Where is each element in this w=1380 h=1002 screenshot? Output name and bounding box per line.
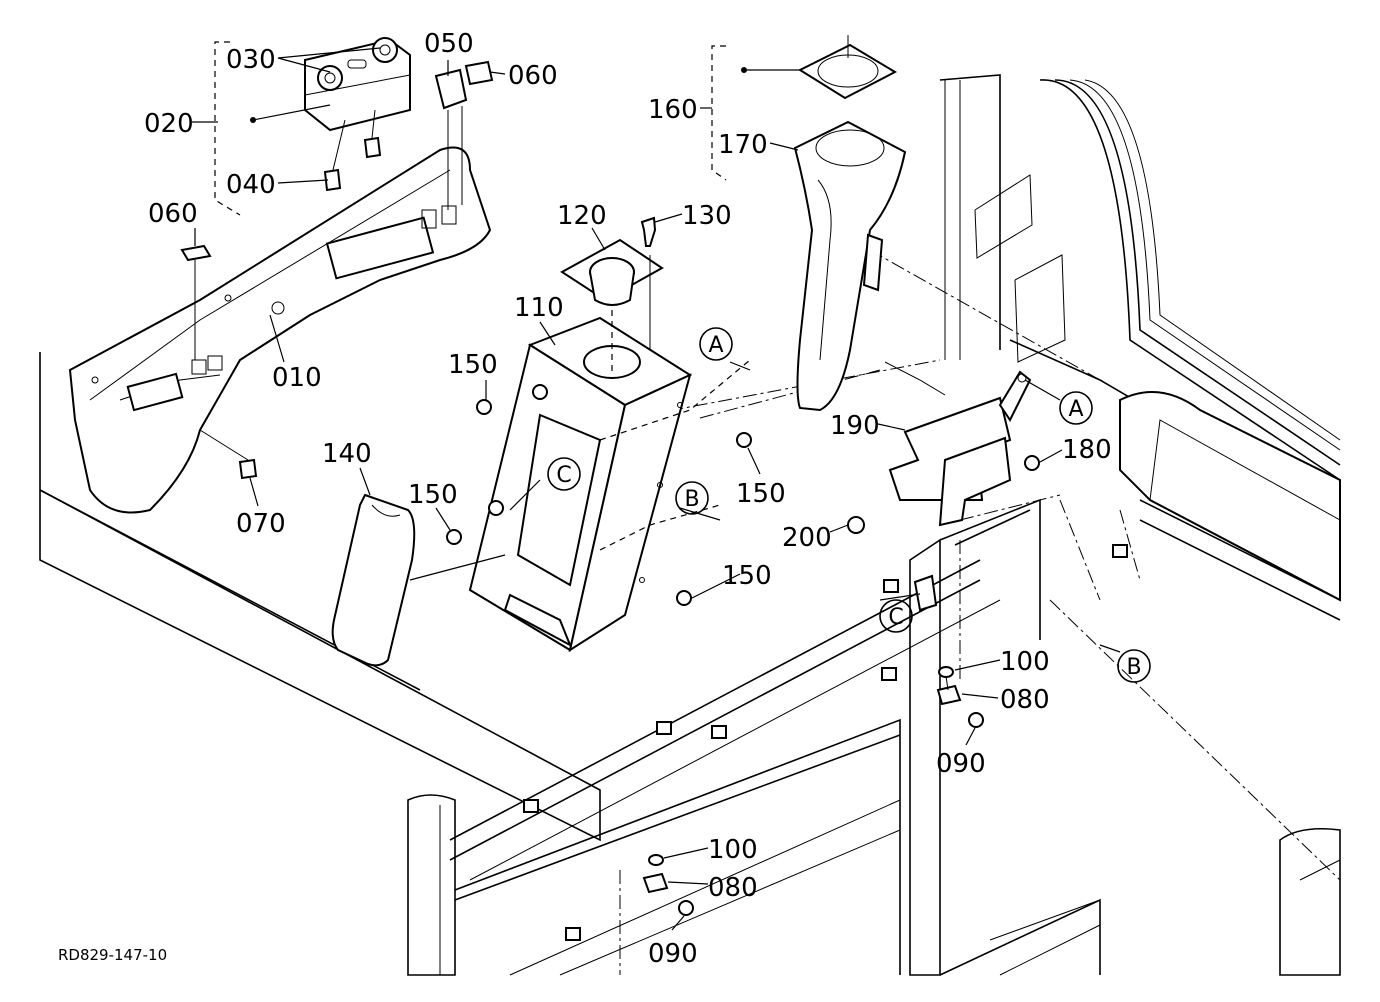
label-140: 140 <box>322 439 372 469</box>
marker-a-left: A <box>708 333 723 358</box>
bolt-part <box>323 109 382 192</box>
label-150-b: 150 <box>736 479 786 509</box>
label-170: 170 <box>718 130 768 160</box>
bolt-200 <box>847 516 865 534</box>
label-010: 010 <box>272 363 322 393</box>
label-130: 130 <box>682 201 732 231</box>
center-cover-part <box>468 316 693 653</box>
label-200: 200 <box>782 523 832 553</box>
boot-plate-part <box>560 238 664 375</box>
label-060-top: 060 <box>508 61 558 91</box>
leader-lines <box>192 47 1121 931</box>
label-060-left: 060 <box>148 199 198 229</box>
label-100-lower: 100 <box>708 835 758 865</box>
label-180: 180 <box>1062 435 1112 465</box>
label-090-lower: 090 <box>648 939 698 969</box>
column-cover-part <box>793 35 907 412</box>
bracket-part <box>884 361 1032 527</box>
label-050: 050 <box>424 29 474 59</box>
label-030: 030 <box>226 45 276 75</box>
label-040: 040 <box>226 170 276 200</box>
part-labels: 010 020 030 040 050 060 060 070 080 080 … <box>144 29 1112 969</box>
label-190: 190 <box>830 411 880 441</box>
alignment-lines <box>619 249 1341 975</box>
reference-markers: A A B B C C <box>547 327 1151 683</box>
label-150-d: 150 <box>722 561 772 591</box>
label-110: 110 <box>514 293 564 323</box>
cover-lid-part <box>331 493 416 667</box>
bolt-180 <box>1024 455 1040 471</box>
screw-part <box>640 216 657 247</box>
label-080-right: 080 <box>1000 685 1050 715</box>
hardware-right <box>936 666 984 728</box>
drawing-code: RD829-147-10 <box>58 946 167 964</box>
switch-panel-part <box>304 37 411 132</box>
screw-150 <box>446 399 752 606</box>
label-150-a: 150 <box>448 350 498 380</box>
marker-b-center: B <box>684 487 699 512</box>
label-090-right: 090 <box>936 749 986 779</box>
label-020: 020 <box>144 109 194 139</box>
marker-c-center: C <box>556 463 571 488</box>
label-120: 120 <box>557 201 607 231</box>
marker-b-right: B <box>1126 655 1141 680</box>
marker-c-right: C <box>888 605 903 630</box>
side-console-part <box>68 146 492 514</box>
bolt-070 <box>238 458 258 480</box>
switch-part <box>434 60 494 210</box>
cap-part <box>180 244 212 262</box>
label-150-c: 150 <box>408 480 458 510</box>
label-080-lower: 080 <box>708 873 758 903</box>
marker-a-right: A <box>1068 397 1083 422</box>
label-070: 070 <box>236 509 286 539</box>
label-160: 160 <box>648 95 698 125</box>
hardware-lower <box>642 854 694 916</box>
label-100-right: 100 <box>1000 647 1050 677</box>
